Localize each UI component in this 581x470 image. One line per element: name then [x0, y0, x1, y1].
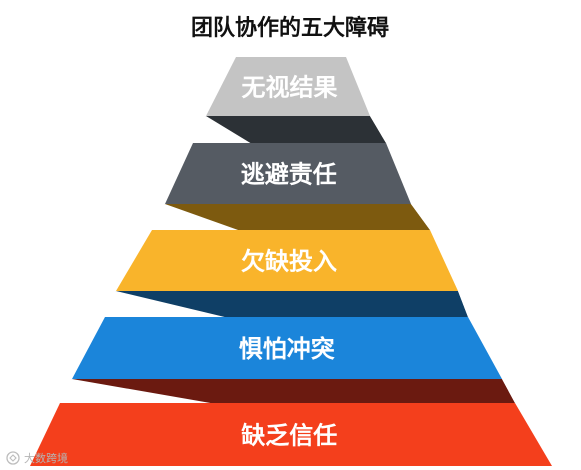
pyramid-label-3: 欠缺投入: [241, 248, 337, 276]
connector-band-1: [201, 116, 386, 143]
connector-wedge-right-2: [411, 204, 430, 230]
pyramid-label-1: 无视结果: [242, 74, 338, 102]
connector-wedge-right-4: [502, 379, 515, 403]
pyramid-label-5: 缺乏信任: [241, 422, 337, 450]
pyramid-layer-5: [30, 403, 552, 466]
connector-wedge-4: [60, 379, 211, 403]
pyramid-label-4: 惧怕冲突: [239, 335, 335, 363]
pyramid-connectors: [60, 116, 515, 403]
pyramid-layer-3: [116, 230, 458, 291]
connector-band-4: [68, 379, 515, 403]
connector-wedge-3: [105, 291, 225, 317]
pyramid-layer-1: [206, 57, 370, 116]
connector-band-2: [160, 204, 430, 230]
pyramid-label-2: 逃避责任: [241, 161, 337, 189]
pyramid-layer-2: [165, 143, 411, 204]
pyramid-layers: [30, 57, 552, 466]
diagram-title: 团队协作的五大障碍: [191, 15, 389, 41]
watermark-text: 大数跨境: [24, 451, 68, 465]
connector-wedge-right-3: [458, 291, 468, 317]
connector-wedge-2: [152, 204, 239, 230]
connector-wedge-1: [193, 116, 251, 143]
connector-wedge-right-1: [370, 116, 386, 143]
logo-mark-icon: [6, 451, 20, 465]
pyramid-layer-4: [72, 317, 502, 379]
watermark: 大数跨境: [6, 451, 68, 465]
connector-band-3: [113, 291, 468, 317]
